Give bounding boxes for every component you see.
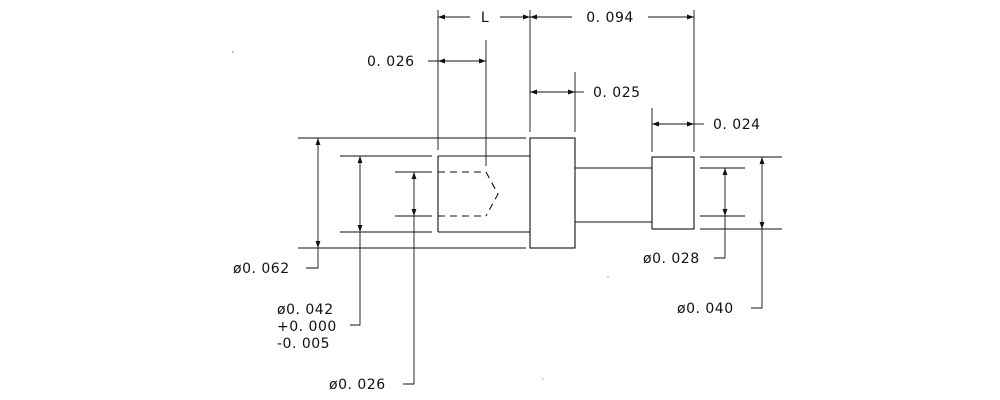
dim-L-label: L bbox=[481, 10, 489, 26]
dim-bore-dia-label: ø0. 026 bbox=[329, 377, 386, 393]
dim-tail-width: 0. 024 bbox=[652, 117, 761, 133]
scan-speck bbox=[607, 276, 609, 278]
dim-overall-length-label: 0. 094 bbox=[586, 10, 634, 26]
hidden-bore bbox=[438, 171, 499, 217]
dim-L: L bbox=[438, 10, 530, 26]
scan-speck bbox=[542, 378, 544, 380]
extension-lines bbox=[298, 10, 782, 249]
dim-body-dia-line2: +0. 000 bbox=[277, 319, 337, 335]
dim-tail-neck-dia: ø0. 028 bbox=[643, 168, 728, 267]
dim-flange-width-label: 0. 025 bbox=[593, 85, 641, 101]
dim-bore-dia: ø0. 026 bbox=[329, 172, 417, 393]
scan-speck bbox=[232, 51, 234, 53]
dim-bore-depth-label: 0. 026 bbox=[367, 54, 415, 70]
dim-overall-length: 0. 094 bbox=[530, 10, 694, 26]
dim-tail-dia-label: ø0. 040 bbox=[677, 301, 734, 317]
dim-tail-width-label: 0. 024 bbox=[713, 117, 761, 133]
dim-tail-neck-dia-label: ø0. 028 bbox=[643, 251, 700, 267]
dim-bore-depth: 0. 026 bbox=[367, 54, 486, 70]
dim-body-dia: ø0. 042 +0. 000 -0. 005 bbox=[277, 156, 363, 352]
dim-tail-dia: ø0. 040 bbox=[677, 157, 765, 317]
part-body bbox=[437, 137, 695, 249]
dim-flange-dia-label: ø0. 062 bbox=[233, 261, 290, 277]
dim-flange-dia: ø0. 062 bbox=[233, 138, 321, 277]
dim-body-dia-line3: -0. 005 bbox=[277, 336, 330, 352]
dim-flange-width: 0. 025 bbox=[530, 85, 641, 101]
dim-body-dia-line1: ø0. 042 bbox=[277, 302, 334, 318]
